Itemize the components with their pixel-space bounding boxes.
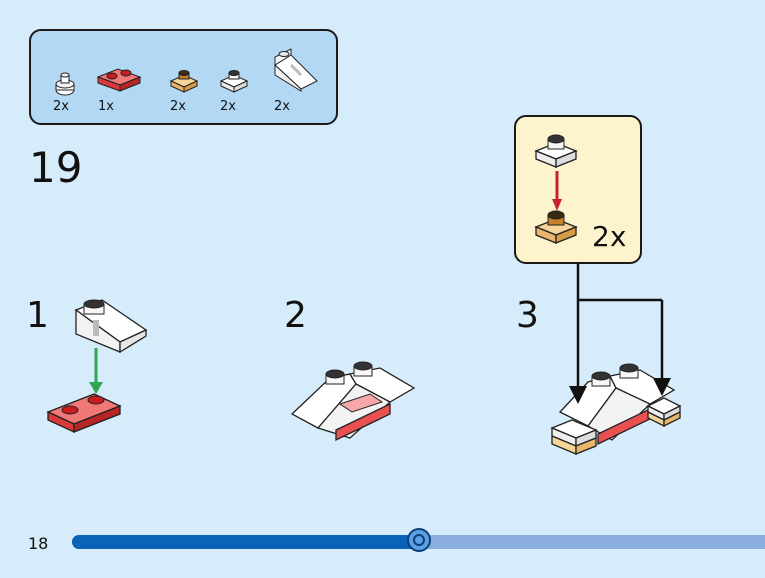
tan-plate-icon (169, 70, 199, 93)
red-arrow-icon (552, 171, 562, 211)
white-plate-icon (534, 134, 578, 168)
part-qty-4: 2x (220, 99, 236, 114)
sub-step-1-label: 1 (26, 295, 49, 336)
page-number: 18 (28, 534, 49, 553)
sub-step-2-label: 2 (284, 295, 307, 336)
sub-step-1-illustration (46, 299, 148, 434)
parts-list-box: 2x 1x 2x 2x 2x (29, 29, 338, 125)
callout-qty: 2x (592, 220, 627, 253)
sub-step-2-illustration (290, 361, 416, 442)
sub-step-3-arrowheads (569, 378, 671, 404)
white-plate-icon (219, 70, 249, 93)
step-number: 19 (29, 143, 83, 192)
sub-assembly-callout: 2x (514, 115, 642, 264)
sub-step-3-arrows (576, 262, 664, 390)
red-plate-icon (96, 68, 142, 92)
sub-step-3-label: 3 (516, 295, 539, 336)
progress-fill (72, 535, 419, 549)
sub-step-3-illustration (550, 363, 682, 455)
part-qty-2: 1x (98, 99, 114, 114)
part-qty-3: 2x (170, 99, 186, 114)
progress-knob (406, 528, 431, 552)
clear-slope-icon (274, 48, 318, 92)
clear-round-plate-icon (55, 72, 75, 96)
part-qty-5: 2x (274, 99, 290, 114)
tan-plate-icon (534, 210, 578, 244)
part-qty-1: 2x (53, 99, 69, 114)
